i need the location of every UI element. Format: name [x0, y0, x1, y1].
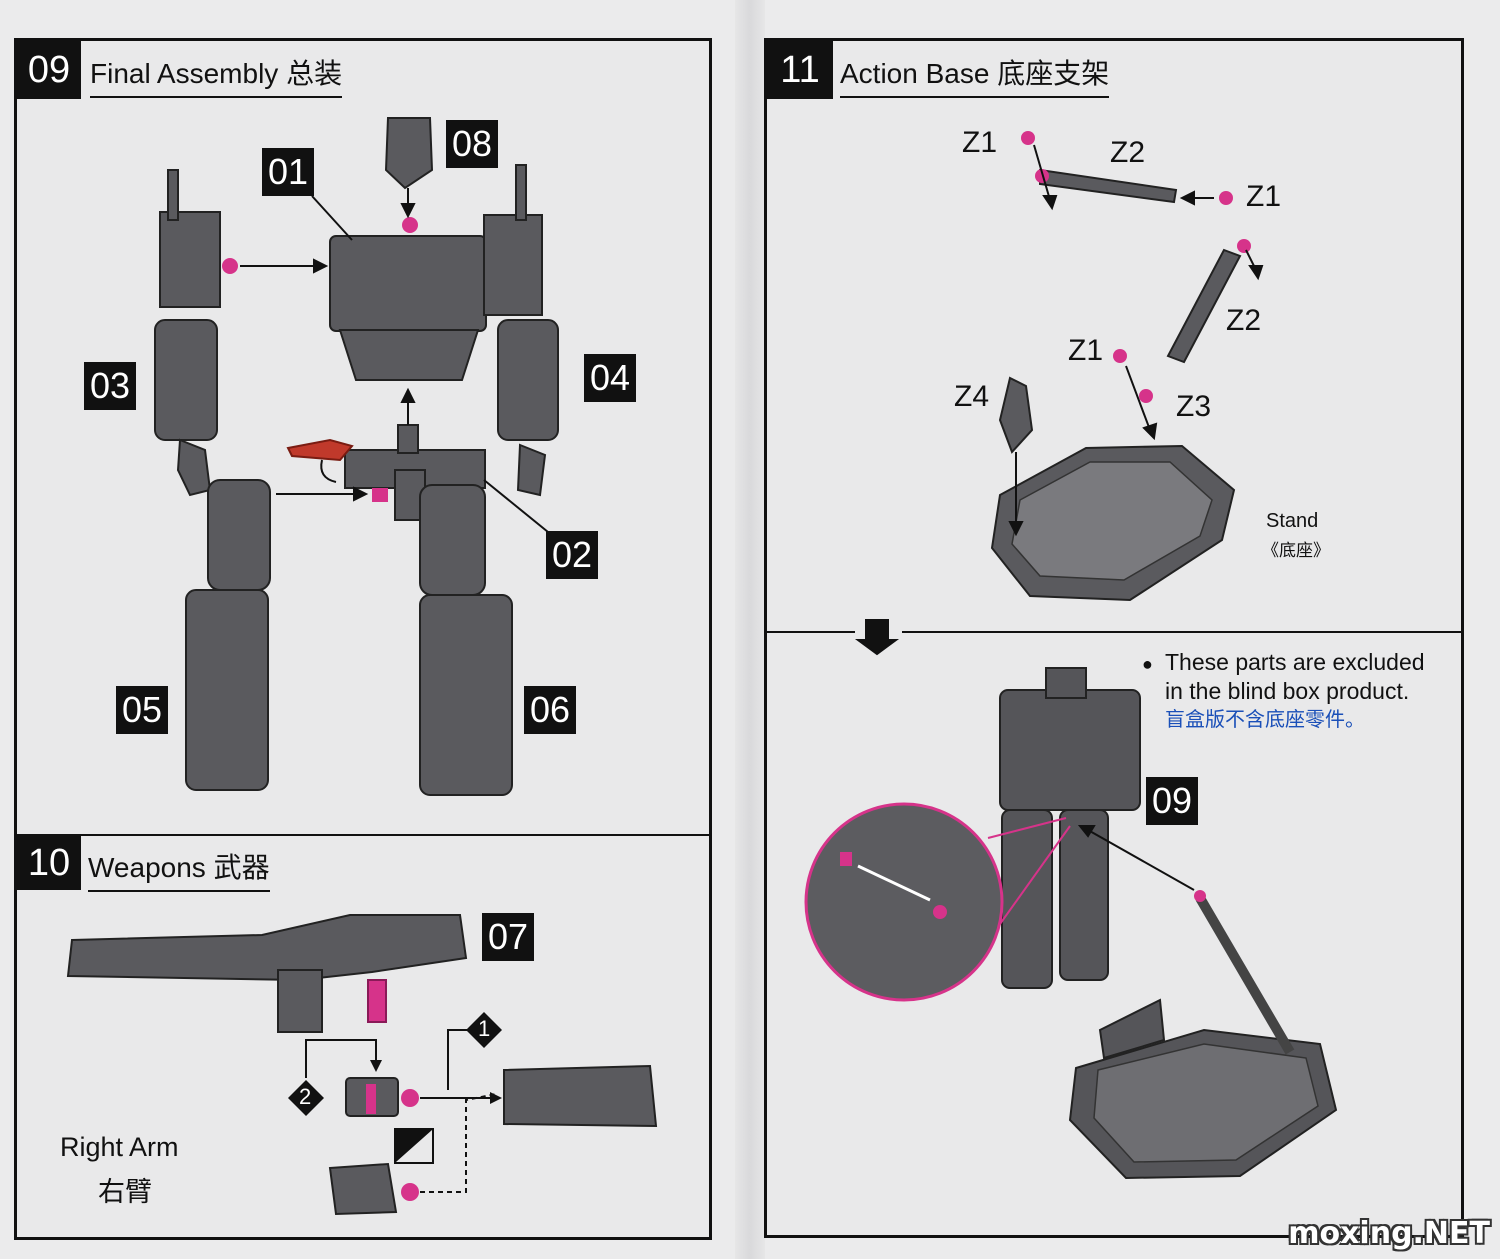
label-z1-c: Z1 [1068, 334, 1104, 367]
right-hand [516, 443, 547, 497]
z1-joint-b [1219, 191, 1233, 205]
robot-upper-body [999, 689, 1141, 811]
down-arrow [854, 619, 900, 656]
part-tag-08: 08 [446, 120, 498, 168]
step-11-number: 11 [767, 41, 833, 99]
left-divider [17, 834, 709, 836]
note-line-1: These parts are excluded [1165, 649, 1425, 675]
label-z2-a: Z2 [1110, 136, 1146, 169]
page-fold [735, 0, 765, 1259]
step-10-title: Weapons 武器 [88, 846, 270, 892]
pink-peg [367, 979, 387, 1023]
hip-joint [372, 488, 388, 502]
robot-left-leg [1001, 809, 1053, 989]
part-tag-07: 07 [482, 913, 534, 961]
step-marker-1: 1 [478, 1016, 491, 1041]
z2-rod-lower [1166, 248, 1242, 364]
part-tag-06: 06 [524, 686, 576, 734]
right-arm-part [503, 1064, 658, 1128]
shoulder-joint [222, 258, 238, 274]
left-shoulder [159, 211, 221, 308]
stand-label: Stand [1266, 510, 1319, 532]
right-arm-label: Right Arm [60, 1132, 179, 1162]
z3-joint [1139, 389, 1153, 403]
note-line-2: in the blind box product. [1165, 678, 1410, 704]
robot-tag-09: 09 [1146, 777, 1198, 825]
z1-joint-a [1021, 131, 1035, 145]
waist-part [338, 329, 480, 381]
left-forearm [154, 319, 218, 441]
step-11-title: Action Base 底座支架 [840, 52, 1110, 98]
rifle-body [66, 914, 468, 982]
marker-2-diamond [288, 1080, 324, 1116]
right-divider-left [767, 631, 855, 633]
step-marker-2: 2 [299, 1084, 312, 1109]
step-10-number: 10 [17, 836, 81, 890]
step-09-number: 09 [17, 41, 81, 99]
z4-part [998, 376, 1034, 454]
step-09-title: Final Assembly 总装 [90, 52, 343, 98]
right-divider-right [902, 631, 1461, 633]
robot-right-leg [1059, 809, 1109, 981]
watermark: moxing.NET [1288, 1216, 1490, 1251]
part-tag-04: 04 [584, 354, 636, 402]
note-cn: 盲盒版不含底座零件。 [1165, 709, 1365, 731]
right-arm-label-cn: 右臂 [98, 1177, 152, 1207]
label-z2-b: Z2 [1226, 304, 1262, 337]
red-piece [286, 438, 354, 462]
part-tag-01: 01 [262, 148, 314, 196]
left-hand [176, 438, 212, 497]
label-z3: Z3 [1176, 390, 1212, 423]
label-z1-a: Z1 [962, 126, 998, 159]
head-part [384, 117, 434, 190]
part-tag-03: 03 [84, 362, 136, 410]
right-forearm [497, 319, 559, 441]
label-z1-b: Z1 [1246, 180, 1282, 213]
zoom-detail-circle [804, 802, 1004, 1002]
part-tag-05: 05 [116, 686, 168, 734]
left-shin [185, 589, 269, 791]
marker-1-diamond [466, 1012, 502, 1048]
rifle-grip [277, 969, 323, 1033]
right-shoulder [483, 214, 543, 316]
neck-joint [402, 217, 418, 233]
hand-part [328, 1162, 398, 1216]
part-tag-02: 02 [546, 531, 598, 579]
note-bullet: ● [1142, 654, 1153, 674]
right-shin [419, 594, 513, 796]
stand-label-cn: 《底座》 [1262, 541, 1330, 560]
stand-arm [1195, 895, 1295, 1055]
z1-joint-c [1113, 349, 1127, 363]
label-z4: Z4 [954, 380, 990, 413]
